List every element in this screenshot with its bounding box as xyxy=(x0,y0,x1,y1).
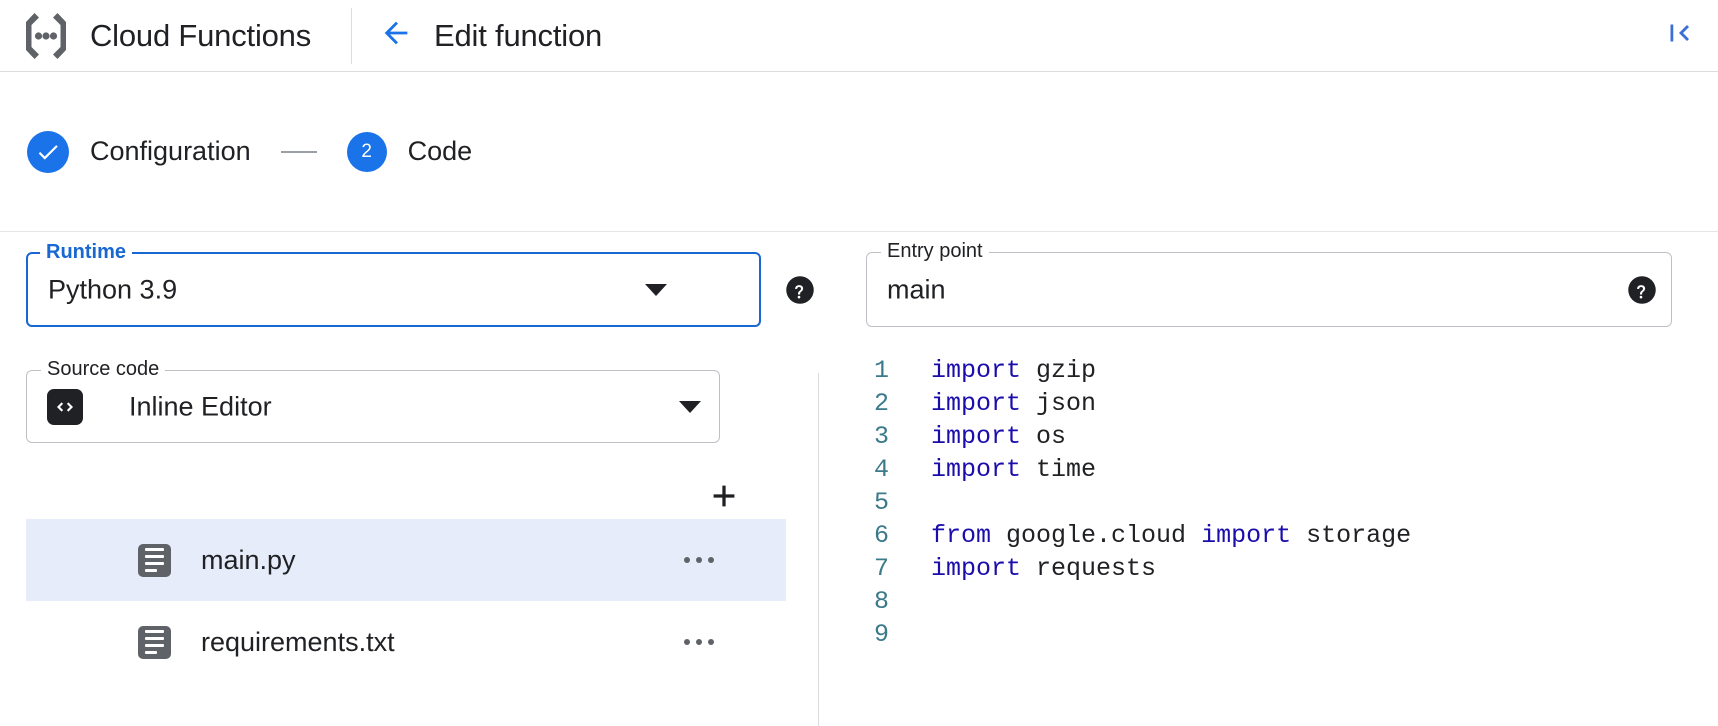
code-line-number: 9 xyxy=(873,620,889,649)
code-line-number: 2 xyxy=(873,389,889,418)
stepper-connector xyxy=(280,150,317,153)
brand-area[interactable]: Cloud Functions xyxy=(0,0,311,72)
code-line: 6 from google.cloud import storage xyxy=(819,521,1718,554)
collapse-panel-left-icon xyxy=(1664,18,1694,53)
file-name: requirements.txt xyxy=(201,626,395,657)
runtime-help-button[interactable] xyxy=(785,275,815,305)
stepper-step-code[interactable]: 2 Code xyxy=(346,131,473,172)
app-header: Cloud Functions Edit function xyxy=(0,0,1718,72)
file-overflow-menu-button[interactable] xyxy=(684,557,714,563)
code-line-content[interactable]: import time xyxy=(931,455,1096,484)
plus-icon xyxy=(707,479,741,518)
add-file-button[interactable] xyxy=(702,476,746,520)
code-line-number: 3 xyxy=(873,422,889,451)
code-line: 2 import json xyxy=(819,389,1718,422)
code-token-keyword: from xyxy=(931,521,992,550)
help-icon xyxy=(1628,275,1656,304)
more-horizontal-icon-dot xyxy=(708,639,714,645)
runtime-select[interactable]: Runtime Python 3.9 xyxy=(26,241,761,327)
code-line-content[interactable]: import gzip xyxy=(931,356,1096,385)
file-list-item-requirements-txt[interactable]: requirements.txt xyxy=(26,601,786,683)
entry-point-label: Entry point xyxy=(881,240,989,263)
code-line: 5 xyxy=(819,488,1718,521)
runtime-value: Python 3.9 xyxy=(48,274,178,304)
code-token-keyword: import xyxy=(931,455,1022,484)
source-code-label: Source code xyxy=(41,358,166,381)
arrow-left-icon xyxy=(379,16,413,55)
code-line: 7 import requests xyxy=(819,554,1718,587)
cloud-functions-logo-icon xyxy=(18,8,74,64)
file-name: main.py xyxy=(201,544,296,575)
code-token-plain: google.cloud xyxy=(991,521,1202,550)
code-line-number: 6 xyxy=(873,521,889,550)
code-token-plain: os xyxy=(1021,422,1067,451)
entry-point-help-button[interactable] xyxy=(1627,275,1657,305)
more-horizontal-icon-dot xyxy=(684,639,690,645)
code-line-number: 8 xyxy=(873,587,889,616)
brand-title: Cloud Functions xyxy=(90,17,312,53)
chevron-down-icon[interactable] xyxy=(679,400,701,413)
code-line-content[interactable]: import os xyxy=(931,422,1066,451)
more-horizontal-icon-dot xyxy=(708,557,714,563)
back-button[interactable] xyxy=(368,8,424,64)
code-line-content[interactable]: import requests xyxy=(931,554,1156,583)
code-line-number: 5 xyxy=(873,488,889,517)
file-document-icon xyxy=(138,625,171,659)
more-horizontal-icon-dot xyxy=(696,557,702,563)
code-token-plain: storage xyxy=(1291,521,1412,550)
code-line-content[interactable]: from google.cloud import storage xyxy=(931,521,1411,550)
panel-divider xyxy=(818,373,819,726)
file-list-item-main-py[interactable]: main.py xyxy=(26,519,786,601)
entry-point-input[interactable]: Entry point main xyxy=(866,240,1672,327)
code-editor[interactable]: 1 import gzip 2 import json 3 import os 4 impor… xyxy=(819,356,1718,726)
source-code-value: Inline Editor xyxy=(129,391,272,421)
source-code-select[interactable]: Source code Inline Editor xyxy=(26,358,720,443)
code-line: 9 xyxy=(819,620,1718,653)
header-divider xyxy=(351,7,353,64)
more-horizontal-icon-dot xyxy=(684,557,690,563)
stepper-label-code: Code xyxy=(407,136,473,166)
chevron-down-icon[interactable] xyxy=(645,283,667,296)
code-token-keyword: import xyxy=(931,389,1022,418)
code-line-number: 1 xyxy=(873,356,889,385)
page-title: Edit function xyxy=(434,17,603,53)
code-brackets-icon xyxy=(47,388,83,425)
help-icon xyxy=(786,276,814,304)
code-line: 4 import time xyxy=(819,455,1718,488)
runtime-label: Runtime xyxy=(40,241,132,264)
file-list: main.py requirements.txt xyxy=(26,519,786,683)
check-icon xyxy=(27,130,69,173)
code-token-plain: gzip xyxy=(1021,356,1097,385)
code-line: 3 import os xyxy=(819,422,1718,455)
code-token-plain: json xyxy=(1021,389,1097,418)
code-line-number: 7 xyxy=(873,554,889,583)
code-line: 8 xyxy=(819,587,1718,620)
wizard-stepper: Configuration 2 Code xyxy=(0,72,1718,232)
more-horizontal-icon-dot xyxy=(696,639,702,645)
stepper-label-configuration: Configuration xyxy=(90,136,251,166)
code-token-keyword: import xyxy=(931,554,1022,583)
code-token-plain: requests xyxy=(1021,554,1157,583)
file-overflow-menu-button[interactable] xyxy=(684,639,714,645)
collapse-panel-button[interactable] xyxy=(1656,12,1702,58)
code-line-number: 4 xyxy=(873,455,889,484)
code-token-plain: time xyxy=(1021,455,1097,484)
stepper-step-configuration[interactable]: Configuration xyxy=(27,130,251,173)
step-number-2-icon: 2 xyxy=(346,131,387,172)
code-token-keyword: import xyxy=(931,422,1022,451)
code-line: 1 import gzip xyxy=(819,356,1718,389)
entry-point-value: main xyxy=(887,274,946,304)
code-token-keyword: import xyxy=(1201,521,1292,550)
file-document-icon xyxy=(138,543,171,577)
content-area: Runtime Python 3.9 Entry point main Sour… xyxy=(0,233,1718,726)
code-line-content[interactable]: import json xyxy=(931,389,1096,418)
code-token-keyword: import xyxy=(931,356,1022,385)
